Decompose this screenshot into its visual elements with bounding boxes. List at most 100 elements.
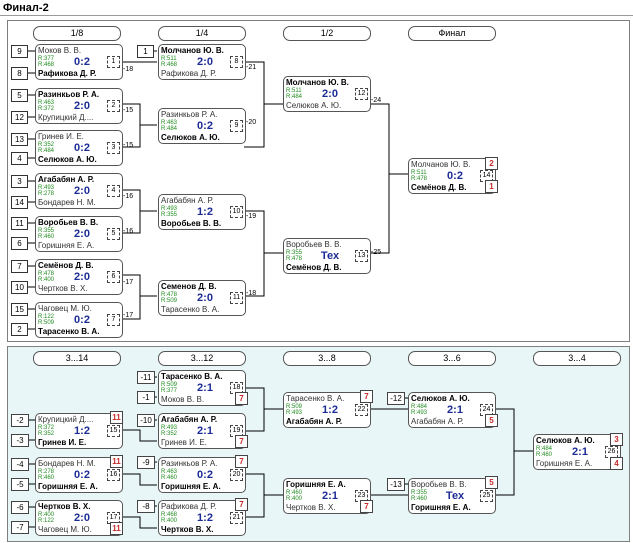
round-header-1-4: 1/4: [158, 26, 246, 41]
match-number: 21: [230, 512, 243, 524]
player-rating: R:460: [38, 234, 55, 240]
player-name: Тарасенко В. А.: [161, 372, 223, 381]
loser-reference: -19: [246, 213, 257, 220]
match-score: 2:1: [197, 425, 213, 437]
seed-box: 3: [11, 175, 28, 188]
seed-box: 11: [11, 217, 28, 230]
place-badge: 11: [110, 522, 123, 535]
match-box[interactable]: Разинкьов Р. А. R:463 R:372 2:0 2 Крупиц…: [35, 88, 123, 124]
player-rating: R:352: [38, 142, 55, 148]
player-name: Разинкьов Р. А.: [38, 90, 100, 99]
player-rating: R:478: [38, 271, 55, 277]
match-box[interactable]: Тарасенко В. А. R:509 R:493 1:2 22 Агаба…: [283, 392, 371, 428]
match-box[interactable]: Семёнов Д. В. R:478 R:400 2:0 6 Чертков …: [35, 259, 123, 295]
match-score: 1:2: [322, 404, 338, 416]
match-box[interactable]: Тарасенко В. А. R:509 R:377 2:1 18 Моков…: [158, 370, 246, 406]
seed-box: 5: [11, 89, 28, 102]
match-score: 2:0: [322, 88, 338, 100]
match-box[interactable]: Семенов Д. В. R:478 R:509 2:0 11 Тарасен…: [158, 280, 246, 316]
round-header-1-8: 1/8: [33, 26, 121, 41]
match-box[interactable]: Агабабян А. Р. R:493 R:278 2:0 4 Бондаре…: [35, 173, 123, 209]
loser-seed: -6: [11, 501, 29, 514]
match-score: 0:2: [74, 56, 90, 68]
player-rating: R:355: [286, 250, 303, 256]
player-rating: R:355: [38, 228, 55, 234]
match-box[interactable]: Воробьев В. В. R:355 R:478 Тех 13 Семёно…: [283, 238, 371, 274]
match-box[interactable]: Разинкьов Р. А. R:463 R:484 0:2 9 Селюко…: [158, 108, 246, 144]
player-name: Тарасенко В. А.: [38, 327, 100, 336]
match-box[interactable]: Горишняя Е. А. R:460 R:400 2:1 23 Чертко…: [283, 478, 371, 514]
player-name: Селюков А. Ю.: [286, 101, 342, 110]
match-box[interactable]: Бондарев Н. М. R:278 R:460 0:2 16 Горишн…: [35, 457, 123, 493]
loser-reference: -18: [246, 290, 257, 297]
loser-seed: -4: [11, 458, 29, 471]
player-name: Моков В. В.: [161, 395, 205, 404]
seed-box: 10: [11, 281, 28, 294]
seed-box: 12: [11, 111, 28, 124]
match-box[interactable]: Воробьев В. В. R:355 R:460 Тех 25 Горишн…: [408, 478, 496, 514]
round-header-3-14: 3...14: [33, 351, 121, 366]
player-name: Гринев И. Е.: [161, 438, 207, 447]
player-rating: R:484: [286, 94, 303, 100]
match-number: 1: [107, 56, 120, 68]
match-number: 11: [230, 292, 243, 304]
seed-box: 6: [11, 237, 28, 250]
match-score: 2:0: [74, 185, 90, 197]
match-box[interactable]: Селюков А. Ю. R:484 R:460 2:1 26 Горишня…: [533, 434, 621, 470]
match-box[interactable]: Селюков А. Ю. R:484 R:493 2:1 24 Агабабя…: [408, 392, 496, 428]
match-box[interactable]: Рафикова Д. Р. R:468 R:400 1:2 21 Чертко…: [158, 500, 246, 536]
player-name: Бондарев Н. М.: [38, 198, 96, 207]
match-box[interactable]: Разинкьов Р. А. R:463 R:460 0:2 20 Гориш…: [158, 457, 246, 493]
place-badge: 3: [610, 433, 623, 446]
player-name: Чертков В. Х.: [161, 525, 214, 534]
match-box[interactable]: Молчанов Ю. В. R:511 R:468 2:0 8 Рафиков…: [158, 44, 246, 80]
loser-seed: -13: [387, 478, 405, 491]
match-box[interactable]: Молчанов Ю. В. R:511 R:484 2:0 12 Селюко…: [283, 76, 371, 112]
round-header-3-4: 3...4: [533, 351, 621, 366]
player-name: Селюков А. Ю.: [536, 436, 595, 445]
match-box[interactable]: Агабабян А. Р. R:493 R:352 2:1 19 Гринев…: [158, 413, 246, 449]
player-name: Горишняя Е. А.: [286, 480, 346, 489]
match-box[interactable]: Крупицкий Д.... R:372 R:352 1:2 15 Грине…: [35, 413, 123, 449]
loser-seed: -2: [11, 414, 29, 427]
match-score: 2:0: [74, 100, 90, 112]
loser-reference: -15: [123, 107, 134, 114]
player-name: Агабабян А. Р.: [286, 417, 343, 426]
player-rating: R:400: [161, 518, 178, 524]
match-box[interactable]: Агабабян А. Р. R:493 R:355 1:2 10 Воробь…: [158, 194, 246, 230]
seed-box: 13: [11, 133, 28, 146]
match-box[interactable]: Чаговец М. Ю. R:122 R:509 0:2 7 Тарасенк…: [35, 302, 123, 338]
player-rating: R:400: [38, 512, 55, 518]
player-rating: R:509: [161, 382, 178, 388]
match-score: 2:1: [572, 446, 588, 458]
match-box[interactable]: Моков В. В. R:377 R:468 0:2 1 Рафикова Д…: [35, 44, 123, 80]
match-number: 18: [230, 382, 243, 394]
match-box[interactable]: Молчанов Ю. В. R:511 R:478 0:2 14 Семёно…: [408, 158, 496, 194]
loser-seed: -5: [11, 478, 29, 491]
player-name: Горишняя Е. А.: [161, 482, 221, 491]
player-name: Горишняя Е. А.: [411, 503, 471, 512]
player-rating: R:468: [38, 62, 55, 68]
match-score: 0:2: [447, 170, 463, 182]
seed-box: 7: [11, 260, 28, 273]
loser-reference: -16: [123, 193, 134, 200]
match-score: 2:0: [197, 292, 213, 304]
match-box[interactable]: Воробьев В. В. R:355 R:460 2:0 5 Горишня…: [35, 216, 123, 252]
player-rating: R:509: [38, 320, 55, 326]
loser-seed: -12: [387, 392, 405, 405]
match-box[interactable]: Чертков В. Х. R:400 R:122 2:0 17 Чаговец…: [35, 500, 123, 536]
match-box[interactable]: Гринев И. Е. R:352 R:484 0:2 3 Селюков А…: [35, 130, 123, 166]
round-header-3-8: 3...8: [283, 351, 371, 366]
player-rating: R:372: [38, 106, 55, 112]
place-badge: 5: [485, 414, 498, 427]
match-score: 2:0: [197, 56, 213, 68]
match-number: 22: [355, 404, 368, 416]
loser-seed: -10: [137, 414, 155, 427]
player-rating: R:463: [38, 100, 55, 106]
match-number: 2: [107, 100, 120, 112]
player-rating: R:372: [38, 425, 55, 431]
player-rating: R:463: [161, 120, 178, 126]
loser-seed: -9: [137, 456, 155, 469]
player-name: Семенов Д. В.: [161, 282, 217, 291]
loser-reference: -24: [371, 97, 382, 104]
